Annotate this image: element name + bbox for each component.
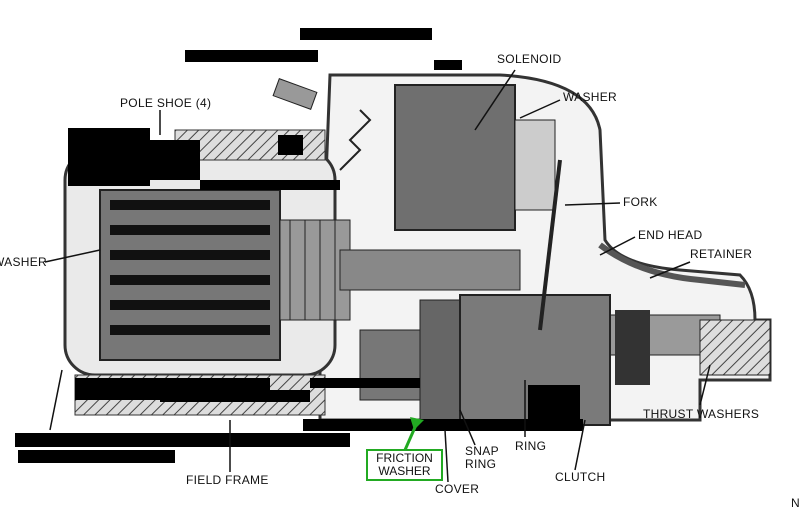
label-pole-shoe: POLE SHOE (4) bbox=[120, 96, 212, 110]
label-washer-left: WASHER bbox=[0, 255, 48, 269]
friction-washer-line1: FRICTION bbox=[376, 451, 433, 465]
friction-washer-line2: WASHER bbox=[378, 464, 431, 478]
shaft bbox=[339, 249, 521, 291]
label-thrust-washers: THRUST WASHERS bbox=[643, 407, 760, 421]
label-solenoid: SOLENOID bbox=[497, 52, 562, 66]
label-corner-mark: N bbox=[791, 496, 800, 507]
label-snap-ring-1: SNAP bbox=[465, 444, 499, 458]
fork bbox=[538, 159, 562, 331]
label-snap-ring-2: RING bbox=[465, 457, 497, 471]
label-cover: COVER bbox=[435, 482, 480, 496]
label-retainer: RETAINER bbox=[690, 247, 753, 261]
redaction-bars bbox=[15, 28, 583, 463]
solenoid-body bbox=[394, 84, 516, 231]
friction-washer-highlight: FRICTION WASHER bbox=[366, 449, 443, 481]
leader-lines bbox=[44, 69, 711, 483]
label-fork: FORK bbox=[623, 195, 658, 209]
label-clutch: CLUTCH bbox=[555, 470, 606, 484]
label-ring: RING bbox=[515, 439, 547, 453]
label-end-head: END HEAD bbox=[638, 228, 703, 242]
label-field-frame: FIELD FRAME bbox=[186, 473, 269, 487]
label-washer-top: WASHER bbox=[563, 90, 618, 104]
